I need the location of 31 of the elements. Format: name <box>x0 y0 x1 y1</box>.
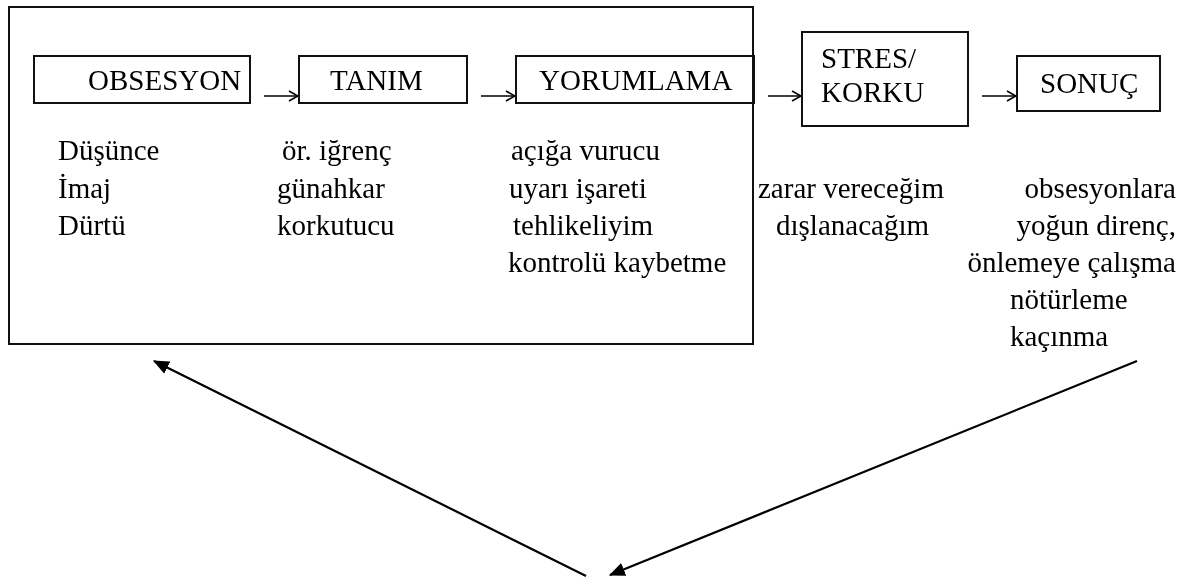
arrow <box>153 360 587 577</box>
description-text: Düşünce <box>58 133 160 168</box>
process-box <box>801 31 969 127</box>
description-text: Dürtü <box>58 208 126 243</box>
description-text: İmaj <box>58 171 112 206</box>
arrow <box>767 90 802 102</box>
description-text: uyarı işareti <box>509 171 647 206</box>
description-text: ör. iğrenç <box>282 133 392 168</box>
arrow <box>981 90 1017 102</box>
process-box <box>33 55 251 104</box>
box-label: SONUÇ <box>1040 66 1139 100</box>
description-text: günahkar <box>277 171 385 206</box>
process-box <box>1016 55 1161 112</box>
description-text: zarar vereceğim <box>758 171 944 206</box>
description-text: dışlanacağım <box>776 208 929 243</box>
description-text: kontrolü kaybetme <box>508 245 727 280</box>
description-text: tehlikeliyim <box>513 208 654 243</box>
box-label: OBSESYON <box>88 63 242 97</box>
arrow <box>263 90 299 102</box>
description-text: kaçınma <box>1010 319 1109 354</box>
box-label: TANIM <box>330 63 423 97</box>
description-text: korkutucu <box>277 208 395 243</box>
description-text: açığa vurucu <box>511 133 660 168</box>
box-label: YORUMLAMA <box>539 63 733 97</box>
process-box <box>298 55 468 104</box>
arrow <box>608 360 1138 576</box>
process-box <box>515 55 755 104</box>
arrow <box>480 90 516 102</box>
frame-box <box>8 6 754 345</box>
description-text: nötürleme <box>1010 282 1128 317</box>
box-label: STRES/ KORKU <box>821 41 926 109</box>
